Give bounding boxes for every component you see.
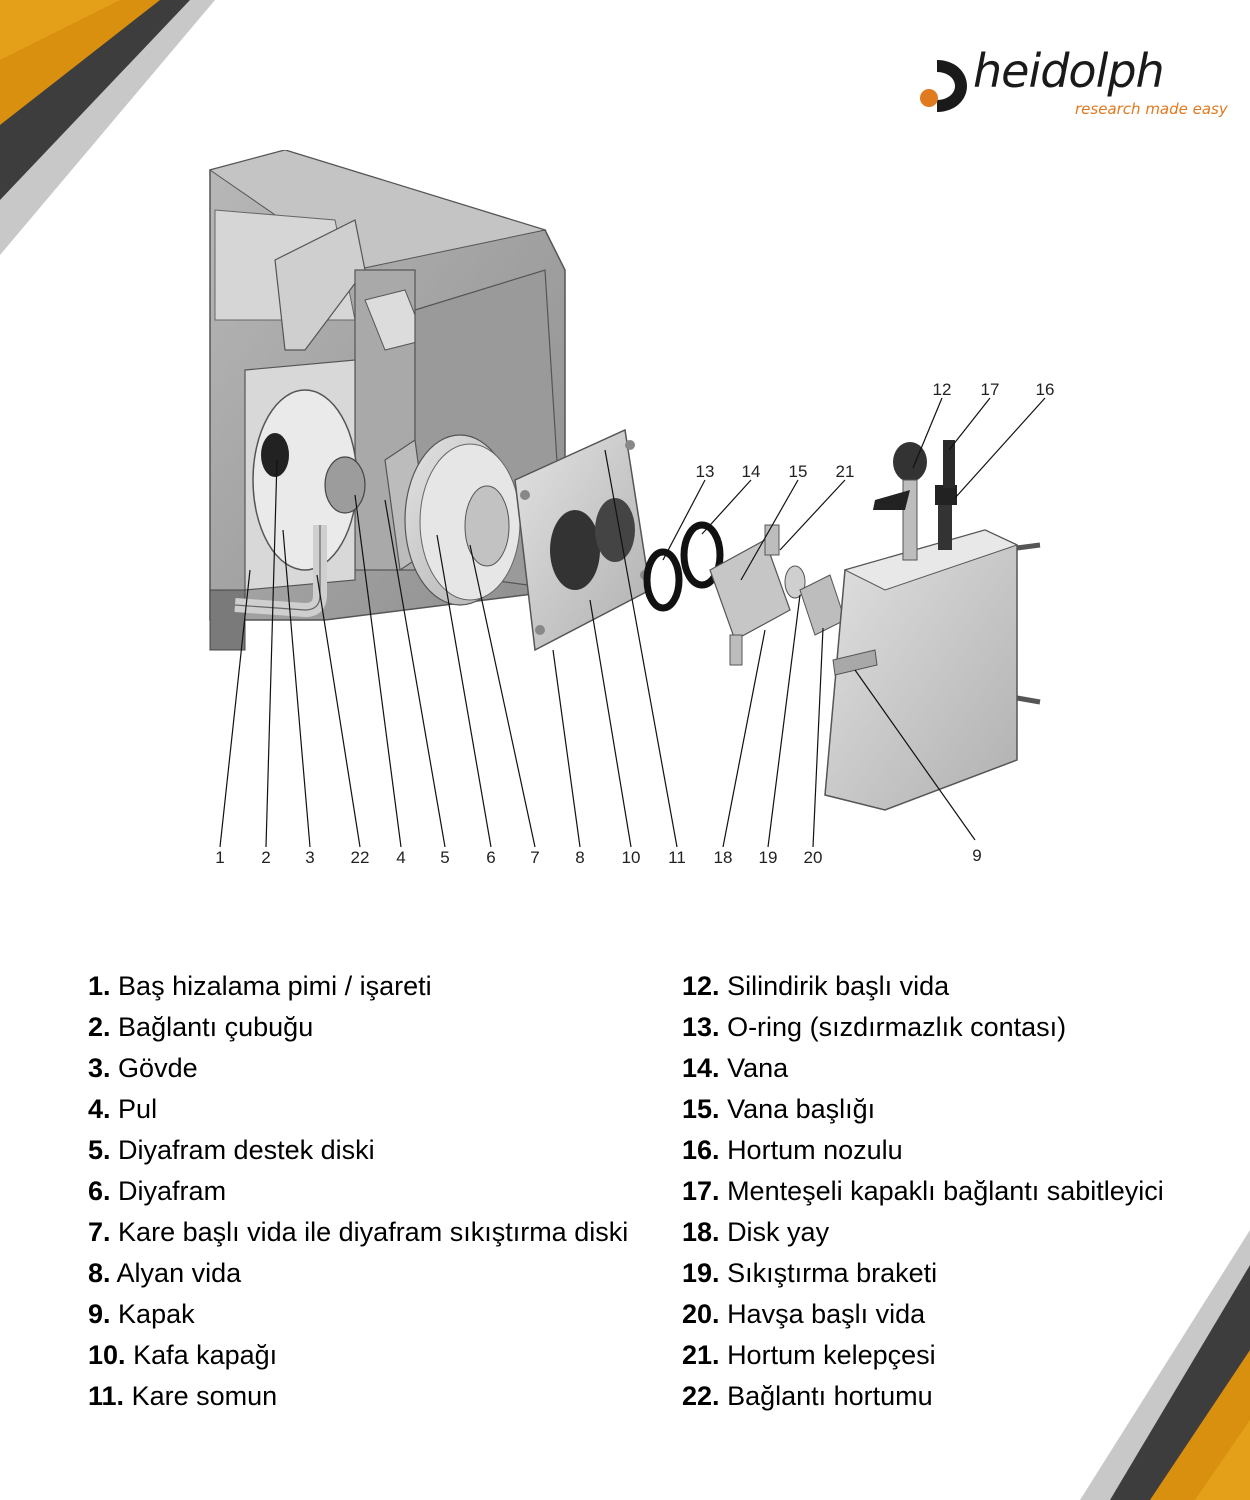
legend-item: 7. Kare başlı vida ile diyafram sıkıştır… bbox=[88, 1217, 629, 1247]
legend-item: 15. Vana başlığı bbox=[682, 1094, 876, 1124]
corner-decoration-bottom-right bbox=[1080, 1230, 1250, 1500]
legend-item: 12. Silindirik başlı vida bbox=[682, 971, 950, 1001]
legend-item: 22. Bağlantı hortumu bbox=[682, 1381, 933, 1411]
head-cover bbox=[514, 428, 651, 652]
exploded-view-diagram: 1 2 3 22 4 5 6 7 8 10 11 18 19 20 9 12 1… bbox=[208, 150, 1054, 867]
callout-3: 3 bbox=[305, 848, 314, 867]
legend-item: 5. Diyafram destek diski bbox=[88, 1135, 375, 1165]
callout-numbers: 1 2 3 22 4 5 6 7 8 10 11 18 19 20 9 12 1… bbox=[215, 380, 1054, 867]
callout-1: 1 bbox=[215, 848, 224, 867]
legend-item: 18. Disk yay bbox=[682, 1217, 830, 1247]
callout-14: 14 bbox=[742, 462, 761, 481]
callout-15: 15 bbox=[789, 462, 808, 481]
legend-item: 11. Kare somun bbox=[88, 1381, 278, 1411]
callout-5: 5 bbox=[440, 848, 449, 867]
legend-item: 13. O-ring (sızdırmazlık contası) bbox=[682, 1012, 1067, 1042]
callout-2: 2 bbox=[261, 848, 270, 867]
legend-item: 19. Sıkıştırma braketi bbox=[682, 1258, 938, 1288]
corner-decoration-top-left bbox=[0, 0, 215, 255]
valve bbox=[680, 521, 724, 589]
callout-11: 11 bbox=[668, 848, 686, 867]
hinged-connector bbox=[935, 485, 957, 550]
heidolph-logo: heidolph research made easy bbox=[915, 44, 1228, 124]
legend-item: 16. Hortum nozulu bbox=[682, 1135, 903, 1165]
cylinder-head-screw bbox=[873, 442, 927, 561]
legend-item: 1. Baş hizalama pimi / işareti bbox=[88, 971, 432, 1001]
connecting-rod bbox=[324, 456, 366, 514]
legend-item: 2. Bağlantı çubuğu bbox=[88, 1012, 314, 1042]
callout-20: 20 bbox=[804, 848, 823, 867]
callout-19: 19 bbox=[759, 848, 778, 867]
callout-10: 10 bbox=[622, 848, 641, 867]
clamping-disc bbox=[464, 485, 510, 567]
callout-16: 16 bbox=[1036, 380, 1055, 399]
callout-18: 18 bbox=[714, 848, 733, 867]
legend-item: 21. Hortum kelepçesi bbox=[682, 1340, 936, 1370]
legend-item: 8. Alyan vida bbox=[88, 1258, 242, 1288]
callout-4: 4 bbox=[396, 848, 405, 867]
legend-item: 10. Kafa kapağı bbox=[88, 1340, 278, 1370]
callout-6: 6 bbox=[486, 848, 495, 867]
cover bbox=[824, 529, 1041, 811]
logo-wordmark: heidolph bbox=[973, 44, 1165, 98]
callout-8: 8 bbox=[575, 848, 584, 867]
callout-12: 12 bbox=[933, 380, 952, 399]
callout-17: 17 bbox=[981, 380, 1000, 399]
legend-item: 14. Vana bbox=[682, 1053, 789, 1083]
valve-head bbox=[709, 524, 791, 666]
legend-item: 6. Diyafram bbox=[88, 1176, 227, 1206]
callout-13: 13 bbox=[696, 462, 715, 481]
logo-mark-icon bbox=[920, 60, 967, 112]
parts-legend-right: 12. Silindirik başlı vida 13. O-ring (sı… bbox=[682, 967, 1164, 1418]
callout-21: 21 bbox=[836, 462, 855, 481]
clamping-bracket bbox=[799, 574, 846, 636]
legend-item: 20. Havşa başlı vida bbox=[682, 1299, 926, 1329]
legend-item: 3. Gövde bbox=[88, 1053, 198, 1083]
legend-item: 9. Kapak bbox=[88, 1299, 195, 1329]
callout-9: 9 bbox=[972, 846, 981, 865]
parts-legend-left: 1. Baş hizalama pimi / işareti 2. Bağlan… bbox=[88, 967, 628, 1418]
logo-tagline: research made easy bbox=[1075, 100, 1228, 118]
callout-22: 22 bbox=[351, 848, 370, 867]
hose-nozzle bbox=[943, 440, 955, 488]
callout-7: 7 bbox=[530, 848, 539, 867]
legend-item: 17. Menteşeli kapaklı bağlantı sabitleyi… bbox=[682, 1176, 1164, 1206]
o-ring bbox=[643, 548, 683, 612]
motor-housing bbox=[208, 150, 566, 651]
leader-lines bbox=[219, 397, 1046, 848]
legend-item: 4. Pul bbox=[88, 1094, 158, 1124]
